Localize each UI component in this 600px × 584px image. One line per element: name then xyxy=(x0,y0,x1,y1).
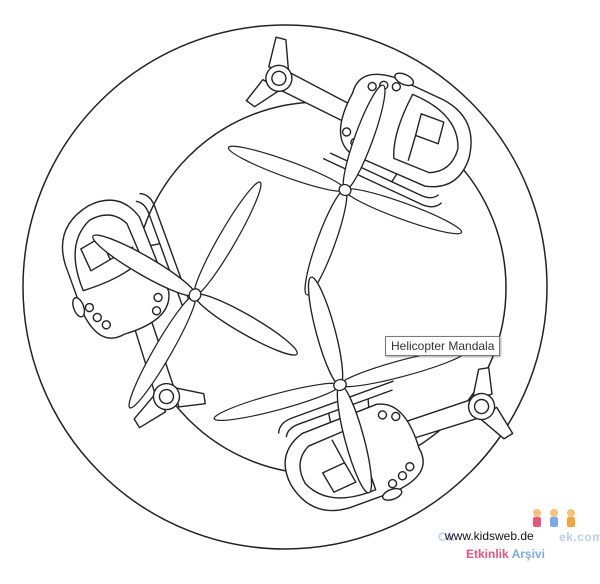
kids-logo-icon xyxy=(533,509,575,527)
archive-word2: Arşivi xyxy=(511,547,545,561)
brand-left: Ok xyxy=(438,530,456,544)
source-url: www.kidsweb.de xyxy=(445,529,534,543)
tooltip: Helicopter Mandala xyxy=(385,336,501,356)
brand-watermark: Ok ek.com xyxy=(438,530,600,544)
archive-word1: Etkinlik xyxy=(466,547,509,561)
outer-ring xyxy=(22,24,548,550)
archive-label: Etkinlik Arşivi xyxy=(466,547,545,561)
brand-right: ek.com xyxy=(559,530,600,544)
